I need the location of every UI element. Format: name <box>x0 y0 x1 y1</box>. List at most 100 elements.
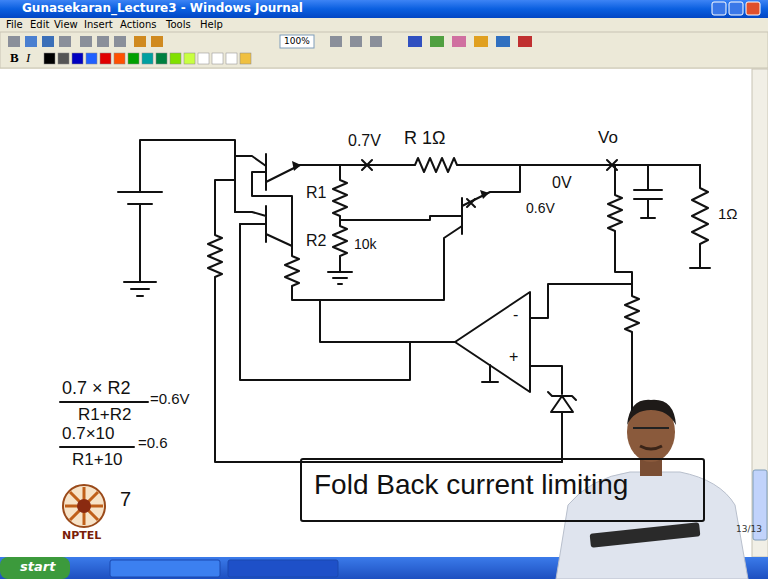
menu-item: Tools <box>166 19 191 31</box>
load-value: 1Ω <box>718 205 738 222</box>
maximize-button <box>729 2 743 15</box>
window-title: Gunasekaran_Lecture3 - Windows Journal <box>22 2 303 16</box>
color-swatch <box>128 53 139 64</box>
nptel-logo <box>63 485 105 527</box>
node-marks <box>362 160 617 207</box>
op-amp-output-wire <box>240 224 455 380</box>
color-swatch <box>142 53 153 64</box>
toolbar-icons <box>8 35 532 48</box>
sense-transistor <box>340 165 520 234</box>
noninverting-input: + <box>509 348 518 366</box>
bias-resistor <box>208 180 562 462</box>
pass-transistor <box>235 154 300 240</box>
resistor-value: 10k <box>354 236 377 252</box>
color-swatch <box>58 53 69 64</box>
menu-item: Edit <box>30 19 49 31</box>
equation-denominator: R1+R2 <box>78 405 131 425</box>
emitter-arrow <box>480 190 489 199</box>
flag-icon <box>518 36 532 47</box>
color-swatch <box>100 53 111 64</box>
output-voltage: Vo <box>598 128 618 148</box>
resistor-label: R 1Ω <box>404 128 445 149</box>
note-text: Fold Back current limiting <box>314 468 628 502</box>
logo-rays <box>65 487 103 525</box>
tool-icon <box>25 36 37 47</box>
op-amp-ground <box>482 365 498 382</box>
feedback-divider <box>608 165 639 410</box>
scrollbar <box>752 69 768 557</box>
ground-symbol <box>124 204 156 296</box>
tool-icon <box>114 36 126 47</box>
tool-icon <box>330 36 342 47</box>
eraser-icon <box>452 36 466 47</box>
inverting-input: - <box>513 306 518 324</box>
node-voltage: 0.7V <box>348 132 381 150</box>
resistor-label: R2 <box>306 232 326 250</box>
color-swatch <box>86 53 97 64</box>
taskbar-item <box>228 560 338 577</box>
fold-back-circuit <box>60 140 710 462</box>
menu-item: View <box>54 19 78 31</box>
tool-icon <box>97 36 109 47</box>
presenter-glasses <box>633 427 669 429</box>
title-bar <box>0 0 768 18</box>
pen-icon <box>408 36 422 47</box>
color-swatch <box>240 53 251 64</box>
toolbar <box>0 32 768 68</box>
start-label: start <box>20 560 55 575</box>
logo-ring <box>63 485 105 527</box>
emitter-arrow <box>292 161 301 171</box>
equation-answer: 7 <box>120 488 131 511</box>
sense-resistor <box>300 158 700 172</box>
node-voltage: 0.6V <box>526 200 555 216</box>
equation-numerator: 0.7×10 <box>62 424 114 444</box>
resistor-label: R1 <box>306 184 326 202</box>
color-swatch <box>212 53 223 64</box>
menu-item: Actions <box>120 19 157 31</box>
tool-icon <box>151 36 163 47</box>
menu-item: File <box>6 19 23 31</box>
color-swatch <box>72 53 83 64</box>
taskbar-item <box>110 560 220 577</box>
tool-icon <box>134 36 146 47</box>
divider-resistors <box>328 165 352 284</box>
close-button <box>746 2 760 15</box>
battery-symbol <box>118 192 162 204</box>
zoom-value: 100% <box>284 36 310 46</box>
base-resistor <box>285 226 462 300</box>
tool-icon <box>8 36 20 47</box>
node-voltage: 0V <box>552 174 572 192</box>
zoom-box <box>280 35 314 48</box>
tool-icon <box>350 36 362 47</box>
color-swatch <box>226 53 237 64</box>
equation-denominator: R1+10 <box>72 450 123 470</box>
page-number: 13/13 <box>736 524 762 534</box>
tool-icon <box>80 36 92 47</box>
highlighter-icon <box>430 36 444 47</box>
equation-result: =0.6 <box>138 434 168 451</box>
pen-color-swatches <box>44 53 251 64</box>
menu-item: Insert <box>84 19 113 31</box>
supply-wire <box>140 140 235 212</box>
tool-icon <box>59 36 71 47</box>
minimize-button <box>712 2 726 15</box>
tool-icon <box>496 36 510 47</box>
note-box: Fold Back current limiting <box>300 458 705 522</box>
equation-numerator: 0.7 × R2 <box>62 378 131 399</box>
load-resistor <box>690 165 710 268</box>
tablet-pc <box>590 522 701 547</box>
op-amp-symbol <box>455 292 530 392</box>
presenter-hair <box>627 400 676 425</box>
color-swatch <box>198 53 209 64</box>
driver-transistor <box>235 206 292 246</box>
tool-icon <box>370 36 382 47</box>
bold-button: B <box>10 51 19 66</box>
select-icon <box>474 36 488 47</box>
presenter-moustache <box>640 446 662 449</box>
feedback-wire <box>530 284 632 318</box>
color-swatch <box>170 53 181 64</box>
zener-diode <box>530 366 576 462</box>
color-swatch <box>44 53 55 64</box>
logo-text: NPTEL <box>62 530 101 543</box>
